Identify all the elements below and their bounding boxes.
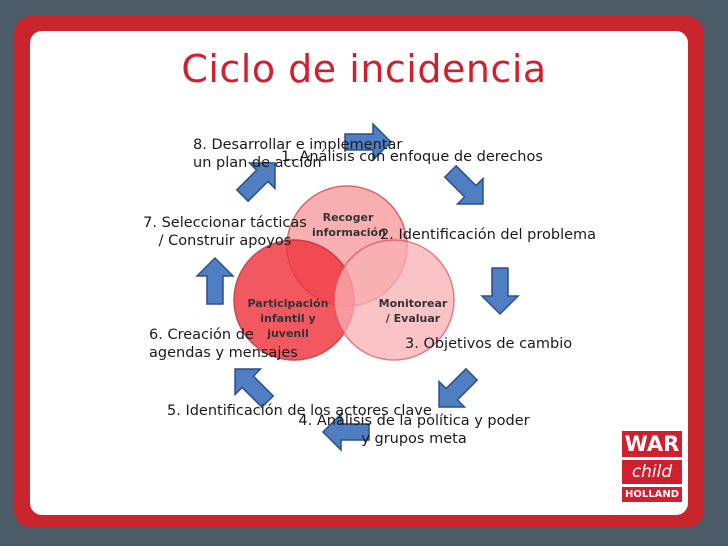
step-label-1: 1. Análisis con enfoque de derechos [281,149,543,165]
circle-label-monitorear: Monitorear / Evaluar [378,297,448,325]
step-label-2: 2. Identificación del problema [380,227,597,243]
logo-holland: HOLLAND [622,487,682,502]
logo-child: child [622,460,682,484]
step-label-7: 7. Seleccionar tácticas / Construir apoy… [143,215,307,249]
arrow-icon-2 [436,157,497,218]
logo-war: WAR [622,431,682,457]
step-label-4: 4. Análisis de la política y poder y gru… [298,413,530,447]
step-label-3: 3. Objetivos de cambio [405,336,573,352]
arrow-icon-7 [196,257,234,305]
step-label-6: 6. Creación de agendas y mensajes [149,327,298,361]
circle-label-participacion: Participación infantil y juvenil [247,297,329,340]
step-label-5: 5. Identificación de los actores clave [167,403,432,419]
circle-label-recoger: Recoger información [312,211,386,239]
step-label-8: 8. Desarrollar e implementar un plan de … [193,137,403,171]
circle-monitorear [333,239,455,361]
war-child-logo: WAR child HOLLAND [622,431,682,503]
slide-title: Ciclo de incidencia [181,47,547,91]
arrow-icon-3 [481,267,519,315]
arrow-icon-4 [425,360,486,421]
